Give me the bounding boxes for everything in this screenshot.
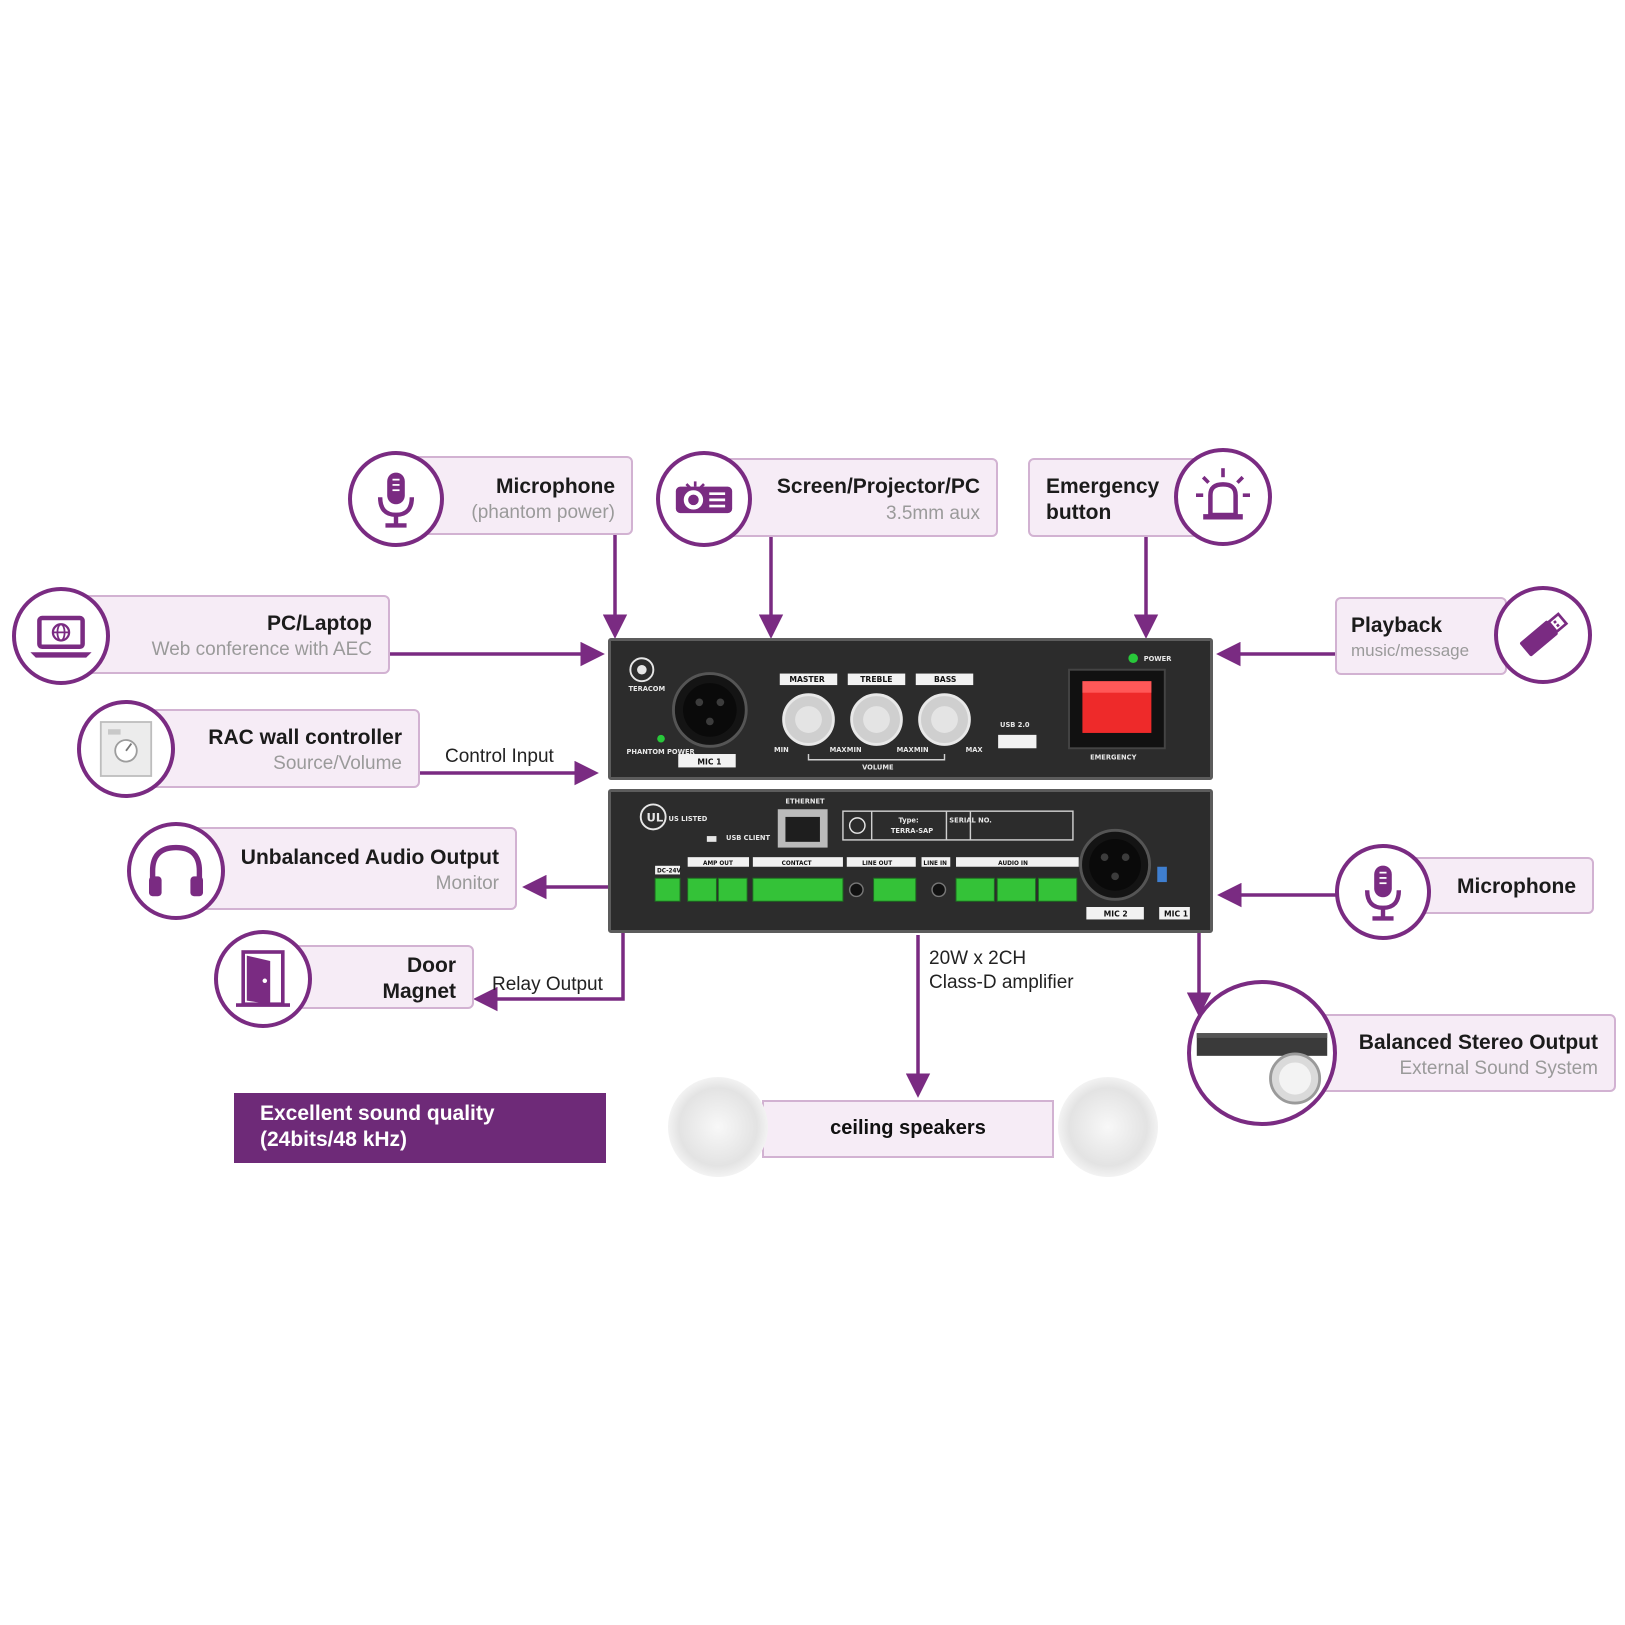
wall-controller-icon [77,700,175,798]
laptop-icon [12,587,110,685]
pc-laptop-title: PC/Laptop [267,612,372,635]
ceiling-speakers-card: ceiling speakers [762,1100,1054,1158]
master-max: MAX [830,746,848,754]
section-dc: DC-24V [657,869,682,875]
relay-output-label: Relay Output [492,974,603,995]
amplifier-spec-line1: 20W x 2CH [929,948,1027,969]
bass-max: MAX [966,746,984,754]
knob-label-master: MASTER [789,675,825,684]
bass-min: MIN [914,746,929,754]
amplifier-spec-line2: Class-D amplifier [929,972,1074,993]
projector-icon [656,451,752,547]
section-line-out: LINE OUT [862,861,892,867]
balanced-output-card: Balanced Stereo Output External Sound Sy… [1320,1014,1616,1092]
emergency-input-card: Emergency button [1028,458,1200,537]
knob-label-bass: BASS [934,675,956,684]
microphone-input-card: Microphone (phantom power) [405,456,633,535]
ul-listed-label: US LISTED [669,815,708,823]
knob-label-treble: TREBLE [860,675,892,684]
type-value: TERRA-SAP [891,827,933,835]
wire-door [473,933,625,1012]
ceiling-speaker-right [1058,1077,1158,1177]
master-min: MIN [774,746,789,754]
rear-panel: UL US LISTED USB CLIENT ETHERNET Type: T… [608,789,1213,933]
usb-port[interactable] [998,734,1037,749]
section-line-in: LINE IN [923,861,947,867]
usb-client-label: USB CLIENT [726,834,770,842]
ceiling-speaker-left [668,1077,768,1177]
control-input-label: Control Input [445,746,554,767]
microphone-subtitle: (phantom power) [471,502,615,523]
microphone-right-title: Microphone [1457,875,1576,898]
sound-system-icon [1187,980,1337,1126]
balanced-title: Balanced Stereo Output [1358,1031,1598,1054]
pc-laptop-input-card: PC/Laptop Web conference with AEC [80,595,390,674]
mic1-label: MIC 1 [697,758,721,767]
microphone-title: Microphone [496,475,615,498]
phantom-label: PHANTOM POWER [627,748,696,756]
rear-mic1-label: MIC 1 [1164,910,1188,919]
power-label: POWER [1144,655,1173,663]
usb-stick-icon [1494,586,1592,684]
front-brand: TERACOM [628,685,665,693]
volume-label: VOLUME [862,763,894,771]
door-icon [214,930,312,1028]
usb-label: USB 2.0 [1000,721,1030,729]
section-audio-in: AUDIO IN [998,861,1028,867]
type-label: Type: [899,817,919,825]
microphone-right-icon [1335,844,1431,940]
front-panel: TERACOM PHANTOM POWER MIC 1 MASTER TREBL… [608,638,1213,780]
unbalanced-title: Unbalanced Audio Output [240,846,499,869]
alarm-light-icon [1174,448,1272,546]
playback-input-card: Playback music/message [1335,597,1507,675]
rac-subtitle: Source/Volume [273,753,402,774]
playback-subtitle: music/message [1351,641,1470,660]
microphone-icon [348,451,444,547]
mic2-label: MIC 2 [1104,910,1128,919]
rac-controller-card: RAC wall controller Source/Volume [140,709,420,788]
emergency-label: EMERGENCY [1090,754,1137,762]
emergency-title-line1: Emergency [1046,475,1160,498]
section-amp-out: AMP OUT [703,861,733,867]
section-contact: CONTACT [782,861,812,867]
pc-laptop-subtitle: Web conference with AEC [151,639,372,660]
treble-min: MIN [847,746,862,754]
rac-title: RAC wall controller [208,726,402,749]
emergency-title-line2: button [1046,501,1112,524]
banner-line1: Excellent sound quality [260,1102,495,1125]
screen-input-card: Screen/Projector/PC 3.5mm aux [716,458,998,537]
unbalanced-subtitle: Monitor [435,873,499,894]
door-title-line2: Magnet [382,980,457,1003]
door-title-line1: Door [407,954,456,977]
ethernet-label: ETHERNET [785,798,825,806]
banner-line2: (24bits/48 kHz) [260,1128,408,1151]
screen-subtitle: 3.5mm aux [886,503,980,524]
sound-quality-banner: Excellent sound quality (24bits/48 kHz) [234,1093,606,1163]
headphones-icon [127,822,225,920]
playback-title: Playback [1351,614,1443,637]
svg-text:UL: UL [646,811,663,825]
unbalanced-output-card: Unbalanced Audio Output Monitor [185,827,517,910]
balanced-subtitle: External Sound System [1399,1058,1598,1079]
ceiling-speakers-label: ceiling speakers [830,1117,986,1139]
screen-title: Screen/Projector/PC [776,475,980,498]
treble-max: MAX [897,746,915,754]
serial-label: SERIAL NO. [949,817,991,825]
